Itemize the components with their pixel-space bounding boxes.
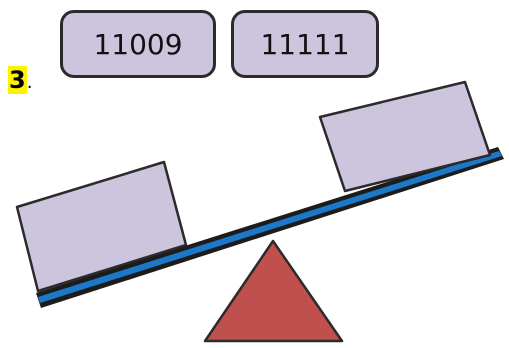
question-number-value: 3 xyxy=(8,66,27,94)
question-number-dot: . xyxy=(26,72,33,93)
seesaw-beam-stripe xyxy=(38,151,502,303)
right-box xyxy=(318,80,492,193)
number-card-right[interactable]: 11111 xyxy=(231,10,379,78)
number-card-left[interactable]: 11009 xyxy=(60,10,216,78)
fulcrum-triangle xyxy=(203,239,344,343)
left-box xyxy=(15,160,188,293)
question-number: 3. xyxy=(8,66,32,97)
